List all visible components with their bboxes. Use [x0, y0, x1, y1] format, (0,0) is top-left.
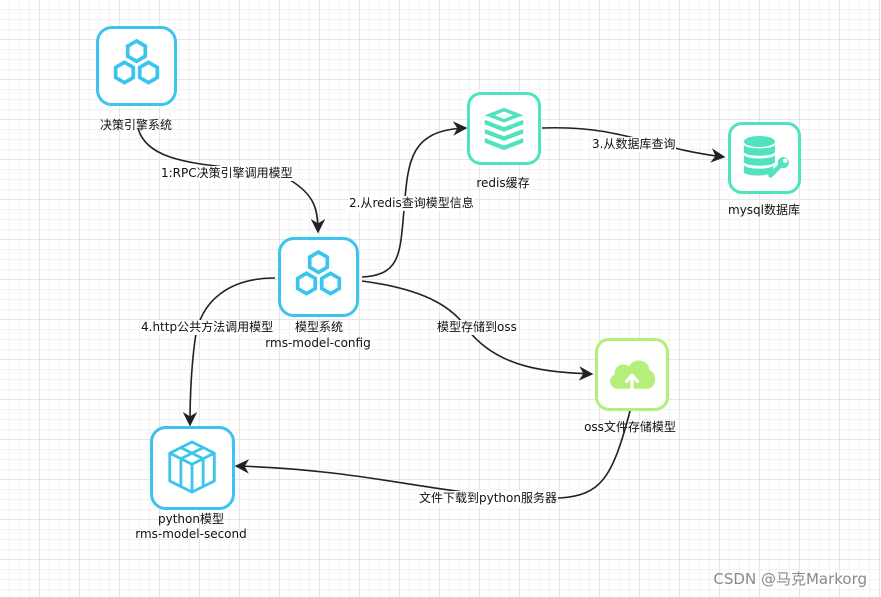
edge-label-redis-query: 2.从redis查询模型信息 — [348, 196, 475, 211]
redis-cache-label: redis缓存 — [476, 176, 530, 190]
edge-label-http-call: 4.http公共方法调用模型 — [140, 320, 275, 335]
watermark: CSDN @马克Markorg — [713, 570, 867, 588]
oss-storage-node[interactable] — [595, 338, 669, 411]
python-model-node[interactable] — [150, 426, 235, 510]
model-system-label: 模型系统 — [294, 320, 344, 334]
hexagon-cluster-icon — [295, 249, 342, 296]
hexagon-cluster-icon — [113, 38, 160, 85]
3d-box-icon — [168, 440, 216, 494]
redis-stack-icon — [484, 107, 524, 151]
edge-label-rpc: 1:RPC决策引擎调用模型 — [160, 166, 294, 181]
oss-storage-label: oss文件存储模型 — [584, 420, 676, 434]
database-wrench-icon — [743, 136, 789, 178]
model-system-sublabel: rms-model-config — [265, 336, 371, 350]
edge-label-download: 文件下载到python服务器 — [418, 491, 558, 506]
redis-cache-node[interactable] — [467, 92, 541, 165]
mysql-db-node[interactable] — [728, 122, 801, 194]
decision-engine-node[interactable] — [96, 26, 177, 106]
edge-http-call — [182, 277, 276, 427]
python-model-sublabel: rms-model-second — [135, 527, 247, 541]
edge-label-db-query: 3.从数据库查询 — [591, 137, 677, 152]
edge-download — [234, 410, 631, 499]
cloud-upload-icon — [610, 360, 656, 393]
model-system-node[interactable] — [278, 237, 359, 317]
mysql-db-label: mysql数据库 — [728, 203, 800, 217]
decision-engine-label: 决策引擎系统 — [99, 118, 173, 132]
python-model-label: python模型 — [158, 512, 224, 526]
edge-label-oss-store: 模型存储到oss — [436, 320, 518, 335]
